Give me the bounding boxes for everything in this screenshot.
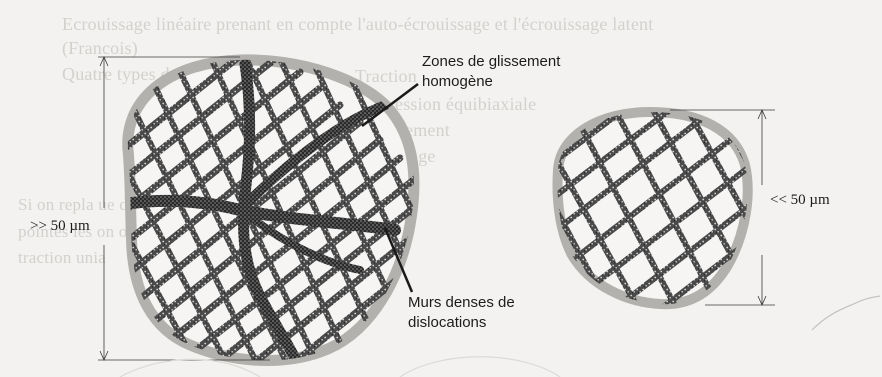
glide-zones-label: Zones de glissement homogène	[422, 52, 560, 92]
small-grain	[530, 90, 775, 330]
large-grain-size-label: >> 50 µm	[30, 218, 90, 235]
glide-zones-label-line-1: Zones de glissement	[422, 52, 560, 72]
small-grain-size-label: << 50 µm	[770, 192, 830, 209]
dense-walls-label-line-2: dislocations	[408, 313, 515, 333]
background-arc-mark-2	[400, 357, 560, 377]
dense-walls-label-line-1: Murs denses de	[408, 293, 515, 313]
background-sketch-mark	[812, 296, 880, 330]
dense-walls-label: Murs denses de dislocations	[408, 293, 515, 333]
large-grain	[60, 40, 440, 377]
glide-zones-label-line-2: homogène	[422, 72, 560, 92]
